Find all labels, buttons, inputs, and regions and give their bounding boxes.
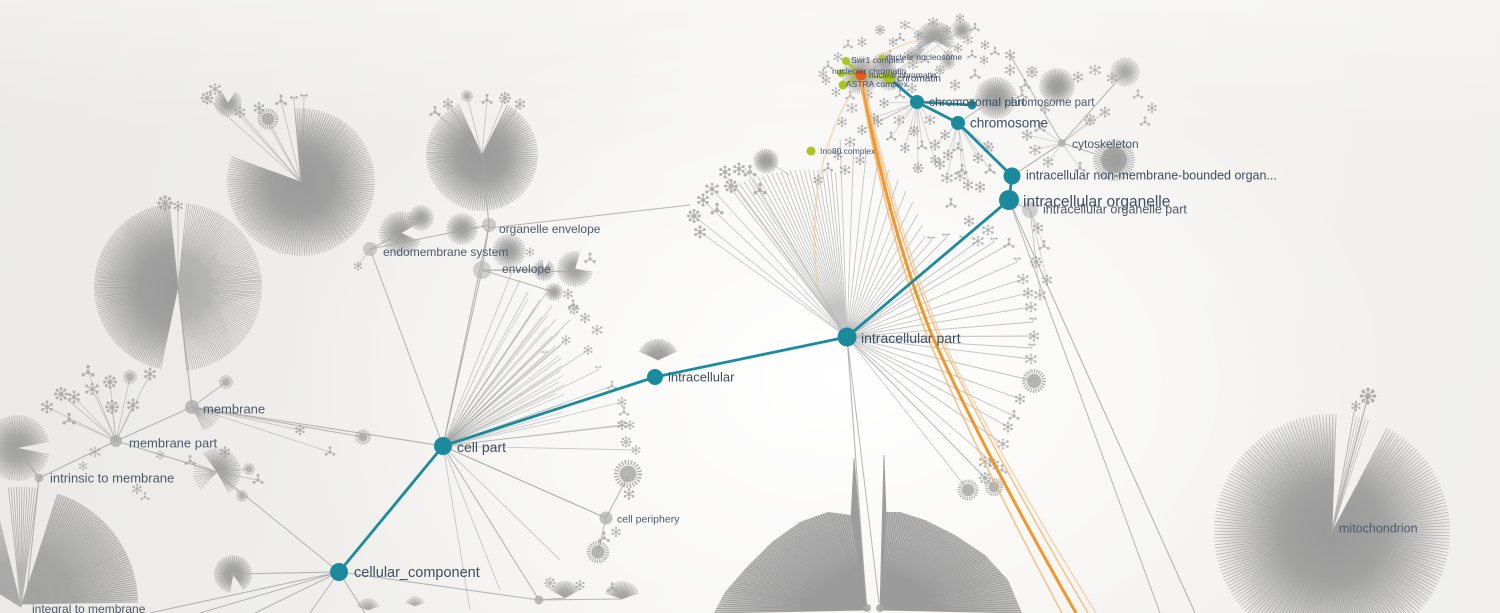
svg-text:chromosome: chromosome: [970, 116, 1048, 131]
svg-text:cell part: cell part: [457, 439, 506, 455]
svg-text:membrane part: membrane part: [129, 436, 218, 451]
svg-text:organelle envelope: organelle envelope: [499, 222, 601, 236]
svg-text:intracellular non-membrane-bou: intracellular non-membrane-bounded organ…: [1026, 168, 1277, 182]
svg-text:nuclear nucleosome: nuclear nucleosome: [886, 52, 962, 62]
svg-text:membrane: membrane: [203, 402, 265, 417]
svg-text:cell periphery: cell periphery: [617, 514, 680, 526]
svg-text:intracellular organelle part: intracellular organelle part: [1043, 202, 1187, 216]
svg-text:endomembrane system: endomembrane system: [383, 245, 508, 259]
svg-text:cellular_component: cellular_component: [354, 565, 480, 581]
svg-text:intrinsic to membrane: intrinsic to membrane: [50, 471, 174, 486]
svg-text:ASTRA complex: ASTRA complex: [846, 79, 909, 89]
svg-text:chromosomal part: chromosomal part: [929, 95, 1026, 109]
svg-text:intracellular organelle: intracellular organelle: [1023, 193, 1170, 210]
svg-text:cytoskeleton: cytoskeleton: [1072, 137, 1139, 151]
svg-text:integral to membrane: integral to membrane: [32, 602, 146, 613]
svg-text:Ino80 complex: Ino80 complex: [820, 146, 876, 156]
svg-text:nucleolar chromatin: nucleolar chromatin: [832, 66, 906, 76]
svg-text:chromatin: chromatin: [897, 74, 941, 85]
svg-text:nuclear chromatin: nuclear chromatin: [869, 70, 937, 80]
svg-text:chromosome part: chromosome part: [1005, 97, 1095, 109]
svg-text:intracellular part: intracellular part: [861, 330, 961, 346]
svg-text:mitochondrion: mitochondrion: [1339, 521, 1418, 535]
svg-text:envelope: envelope: [502, 262, 551, 276]
svg-text:Swr1 complex: Swr1 complex: [851, 55, 905, 65]
svg-text:intracellular: intracellular: [668, 370, 735, 385]
